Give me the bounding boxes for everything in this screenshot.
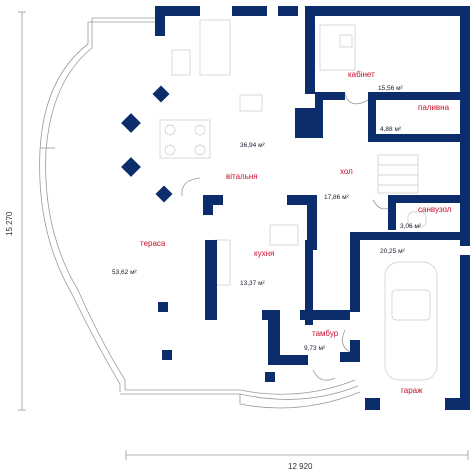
room-name-kukhnia: кухня xyxy=(254,249,274,258)
door-swings xyxy=(181,93,389,381)
dimension-height: 15 270 xyxy=(5,211,14,236)
room-name-vitalnia: вітальня xyxy=(226,172,258,181)
room-name-palyvna: паливна xyxy=(418,103,450,112)
room-area-kabinet: 15,56 м² xyxy=(378,85,404,92)
room-name-kabinet: кабінет xyxy=(348,70,375,79)
room-area-tambur: 9,73 м² xyxy=(304,345,326,352)
terrace-outline xyxy=(39,17,361,409)
walls xyxy=(121,6,470,410)
room-area-khol: 17,86 м² xyxy=(324,194,350,201)
room-labels: кабінет 15,56 м² паливна 4,88 м² 36,94 м… xyxy=(112,70,452,395)
room-area-palyvna: 4,88 м² xyxy=(380,126,402,133)
room-area-vitalnia: 36,94 м² xyxy=(240,142,266,149)
dimension-width: 12 920 xyxy=(288,462,313,471)
room-area-terasa: 53,62 м² xyxy=(112,269,138,276)
dimension-lines xyxy=(18,11,469,460)
room-name-garazh: гараж xyxy=(401,386,423,395)
room-name-terasa: тераса xyxy=(140,239,166,248)
room-name-tambur: тамбур xyxy=(312,329,339,338)
room-name-khol: хол xyxy=(340,167,353,176)
room-area-kukhnia: 13,37 м² xyxy=(240,280,266,287)
furniture xyxy=(159,19,438,381)
room-name-sanvuzol: санвузол xyxy=(418,205,452,214)
room-area-sanvuzol: 3,06 м² xyxy=(400,223,422,230)
room-area-garazh: 20,25 м² xyxy=(380,248,406,255)
